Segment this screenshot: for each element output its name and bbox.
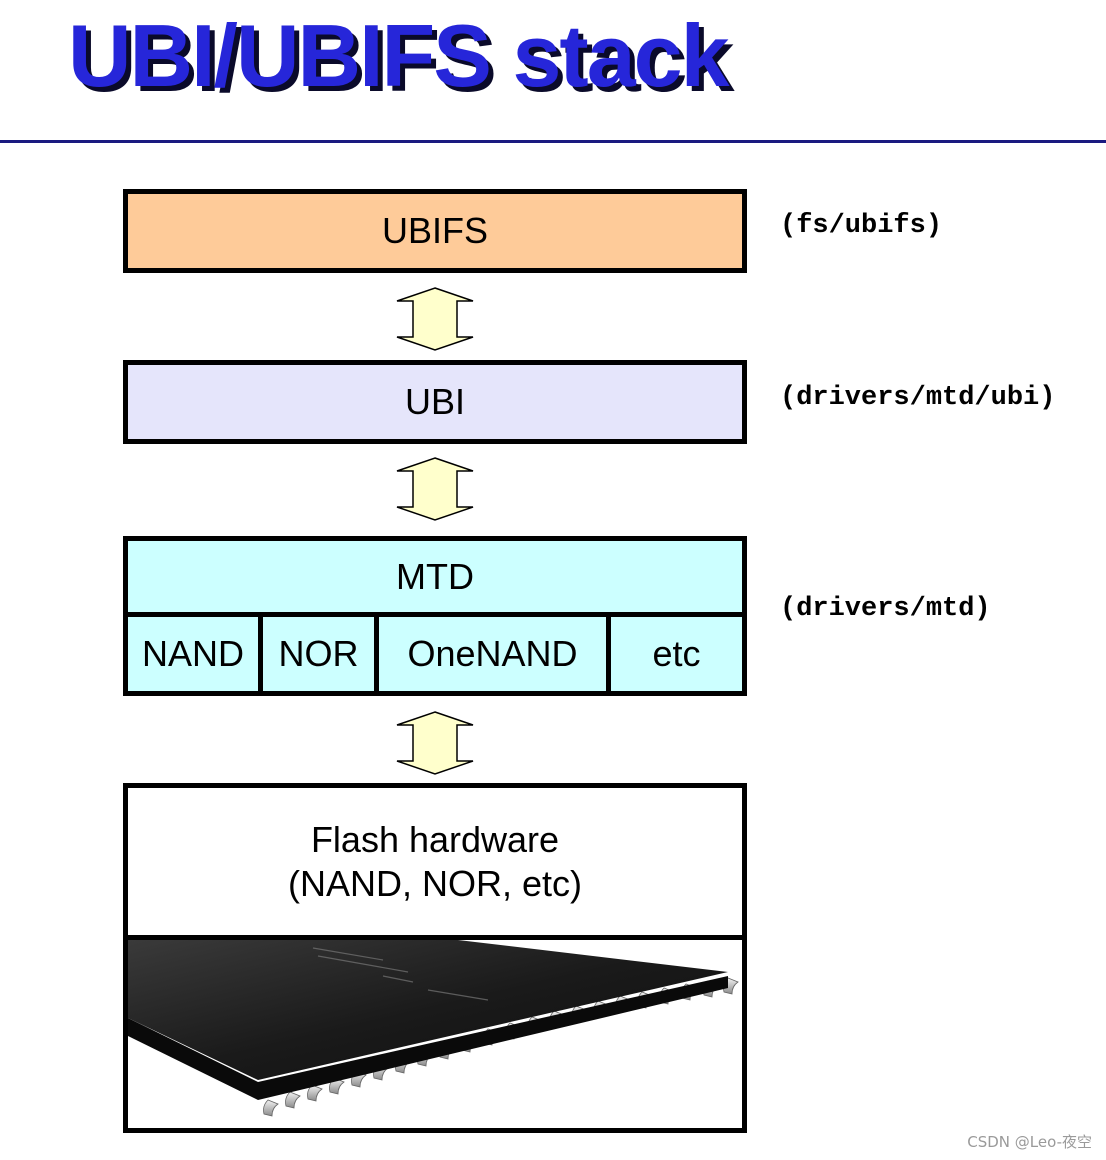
mtd-sublayer-label: etc xyxy=(652,633,701,674)
mtd-sublayer-label: NAND xyxy=(141,633,244,674)
ubi-path: (drivers/mtd/ubi) xyxy=(780,383,1056,413)
double-arrow-icon xyxy=(396,287,474,351)
mtd-sublayer-nand: NAND xyxy=(128,617,263,691)
chip-markings xyxy=(312,947,489,1001)
chip-top xyxy=(128,940,728,1080)
ubi-label: UBI xyxy=(404,381,465,422)
mtd-path: (drivers/mtd) xyxy=(780,594,991,624)
hardware-layer: Flash hardware (NAND, NOR, etc) xyxy=(123,783,747,1133)
double-arrow-icon xyxy=(396,711,474,775)
mtd-layer: MTD NAND NOR OneNAND etc xyxy=(123,536,747,696)
mtd-sublayer-label: OneNAND xyxy=(407,633,578,674)
mtd-sublayer-label: NOR xyxy=(278,633,359,674)
hardware-label-line2: (NAND, NOR, etc) xyxy=(287,862,582,904)
title-underline xyxy=(0,140,1106,143)
double-arrow-icon xyxy=(396,457,474,521)
mtd-label: MTD xyxy=(396,555,474,597)
mtd-sublayer-nor: NOR xyxy=(263,617,379,691)
mtd-sublayer-etc: etc xyxy=(611,617,742,691)
ubi-layer: UBI xyxy=(123,360,747,444)
ubifs-layer: UBIFS xyxy=(123,189,747,273)
ubifs-label: UBIFS xyxy=(381,210,488,251)
mtd-sublayers: NAND NOR OneNAND etc xyxy=(128,617,742,691)
ubifs-path: (fs/ubifs) xyxy=(780,211,943,241)
watermark: CSDN @Leo-夜空 xyxy=(967,1133,1092,1151)
hardware-header: Flash hardware (NAND, NOR, etc) xyxy=(128,788,742,940)
page-title: UBI/UBIFS stack xyxy=(68,6,730,105)
flash-chip-image xyxy=(128,940,739,1117)
mtd-header: MTD xyxy=(128,541,742,617)
hardware-label-line1: Flash hardware xyxy=(310,819,560,861)
mtd-sublayer-onenand: OneNAND xyxy=(379,617,611,691)
